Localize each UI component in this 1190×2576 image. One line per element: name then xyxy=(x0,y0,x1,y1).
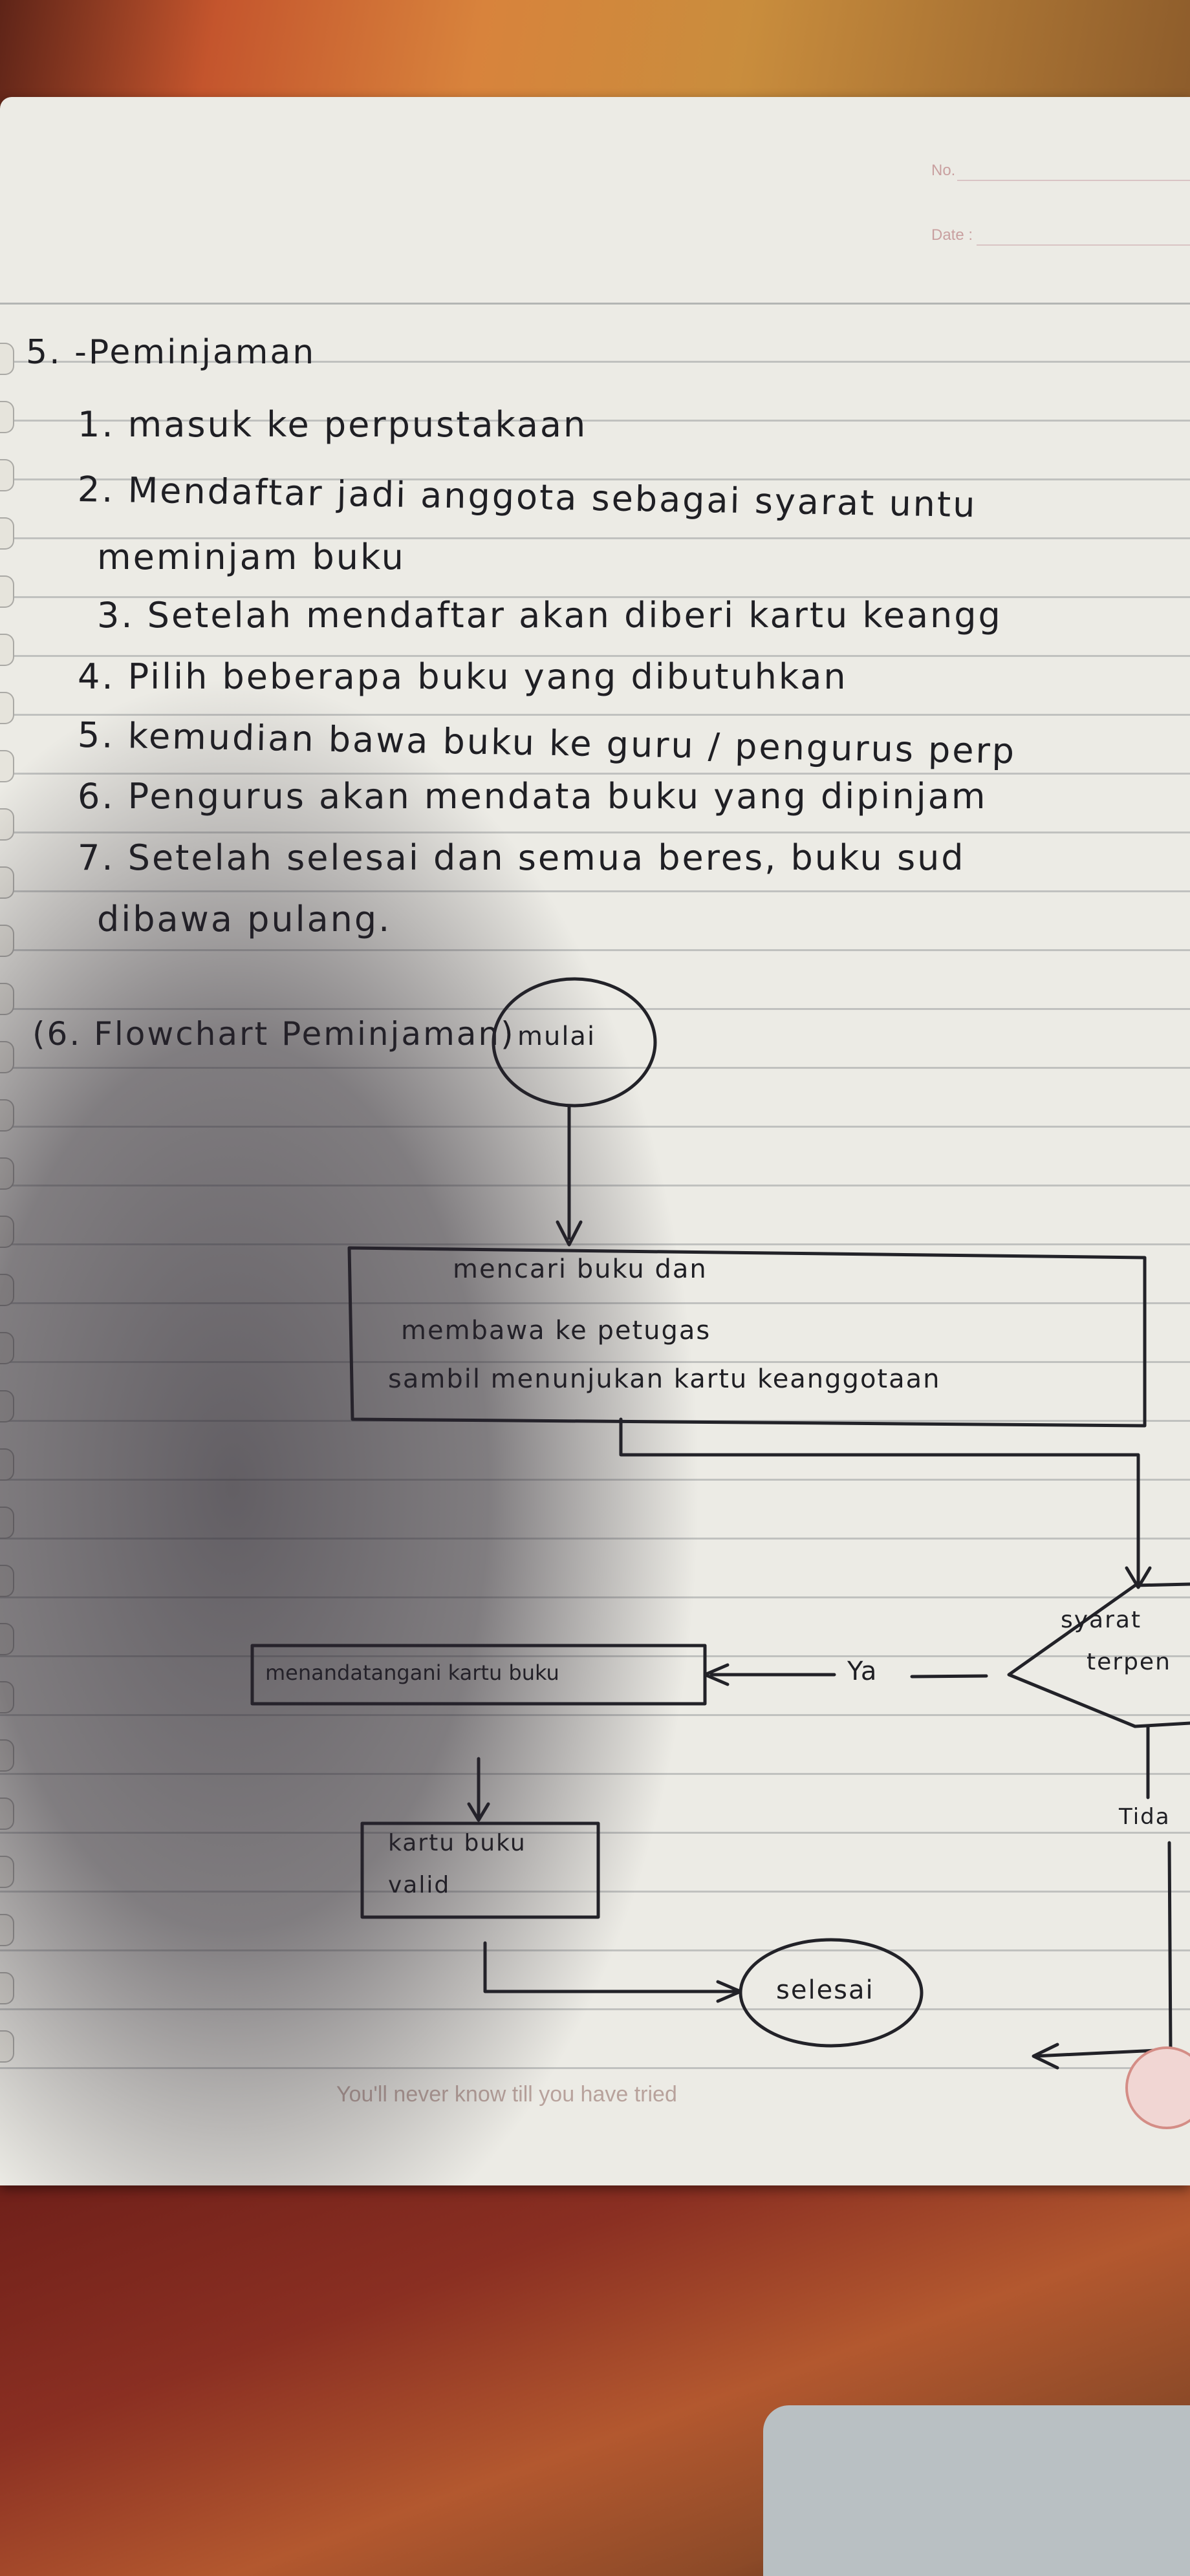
no-line-return xyxy=(1033,1841,1173,2058)
end-label: selesai xyxy=(776,1975,874,2005)
decision-line-1: syarat xyxy=(1061,1607,1142,1633)
valid-line-1: kartu buku xyxy=(388,1830,526,1856)
process-line-3: sambil menunjukan kartu keanggotaan xyxy=(388,1364,941,1394)
process-line-2: membawa ke petugas xyxy=(401,1316,711,1346)
start-label: mulai xyxy=(517,1022,596,1051)
connector-to-decision xyxy=(619,1417,1140,1586)
desk-object xyxy=(763,2405,1190,2576)
notebook-page: No. Date : 5. -Peminjaman 1. masuk ke pe… xyxy=(0,97,1190,2185)
sign-box-label: menandatangani kartu buku xyxy=(265,1660,559,1685)
process-line-1: mencari buku dan xyxy=(453,1254,708,1284)
decision-line-2: terpen xyxy=(1087,1649,1171,1675)
flowchart-drawing xyxy=(250,977,1190,2070)
valid-line-2: valid xyxy=(388,1872,451,1898)
yes-line-right xyxy=(910,1674,988,1679)
footer-tagline: You'll never know till you have tried xyxy=(336,2082,677,2107)
connector-to-end xyxy=(483,1941,739,1993)
no-label: Tida xyxy=(1119,1804,1171,1830)
yes-label: Ya xyxy=(847,1657,878,1686)
